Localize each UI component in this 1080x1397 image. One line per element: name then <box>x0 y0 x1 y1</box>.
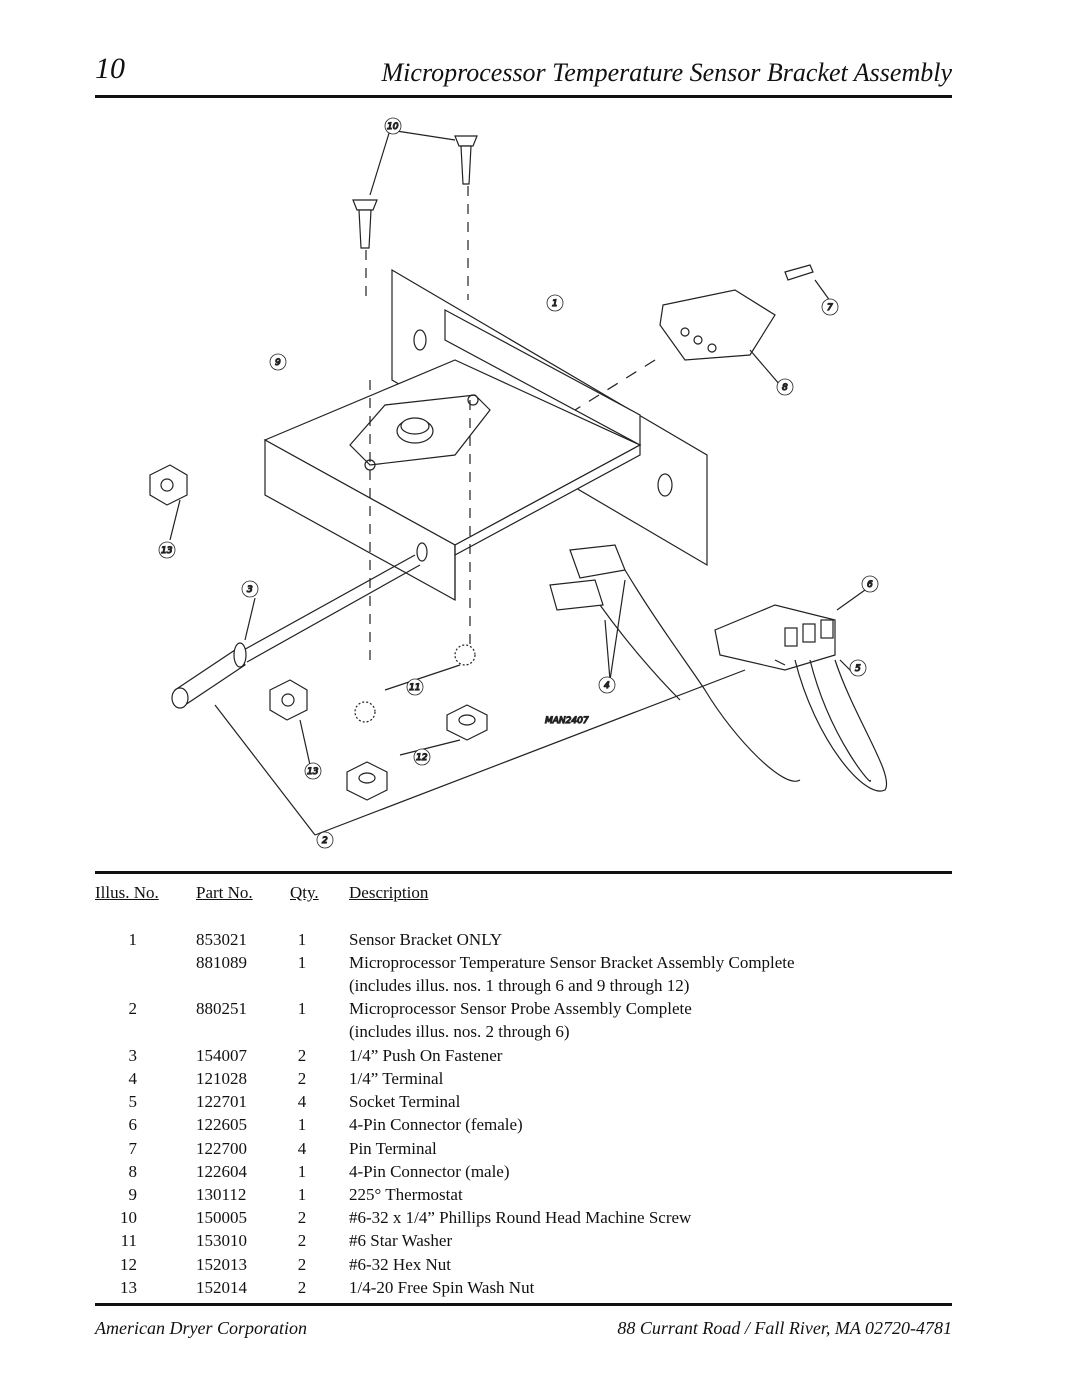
header-rule <box>95 95 952 98</box>
page-title: Microprocessor Temperature Sensor Bracke… <box>381 58 952 87</box>
svg-text:1: 1 <box>552 299 558 309</box>
svg-text:3: 3 <box>247 585 253 595</box>
page-header: 10 Microprocessor Temperature Sensor Bra… <box>95 52 952 92</box>
sensor-probe <box>171 554 421 709</box>
svg-text:11: 11 <box>409 683 420 693</box>
header-qty: Qty. <box>290 883 319 902</box>
footer-address: 88 Currant Road / Fall River, MA 02720-4… <box>617 1318 952 1338</box>
header-description: Description <box>349 883 429 902</box>
sensor-bracket <box>263 268 708 602</box>
male-connector <box>574 264 834 411</box>
terminals <box>549 544 801 782</box>
svg-text:4: 4 <box>604 681 610 691</box>
svg-text:10: 10 <box>387 122 399 132</box>
female-connector <box>714 589 888 792</box>
svg-text:9: 9 <box>275 358 281 368</box>
machine-screws <box>352 129 478 300</box>
drawing-code: MAN2407 <box>545 716 589 726</box>
svg-text:8: 8 <box>782 383 788 393</box>
table-rule <box>95 871 952 874</box>
header-illus-no: Illus. No. <box>95 883 159 902</box>
callout-labels: 10 1 7 9 8 13 6 3 4 11 5 12 13 2 MAN2407 <box>158 117 879 849</box>
header-part-no: Part No. <box>196 883 253 902</box>
svg-text:7: 7 <box>827 303 833 313</box>
svg-text:13: 13 <box>307 767 319 777</box>
svg-text:6: 6 <box>867 580 873 590</box>
table-row: (includes illus. nos. 1 through 6 and 9 … <box>349 976 690 995</box>
svg-text:2: 2 <box>322 836 328 846</box>
exploded-parts-diagram: 10 1 7 9 8 13 6 3 4 11 5 12 13 2 MAN2407 <box>95 100 952 868</box>
svg-text:5: 5 <box>855 664 861 674</box>
hex-nuts-washers <box>149 380 746 836</box>
svg-text:13: 13 <box>161 546 173 556</box>
page-number: 10 <box>95 52 125 85</box>
footer-rule <box>95 1303 952 1306</box>
svg-text:12: 12 <box>416 753 428 763</box>
thermostat <box>349 394 491 471</box>
footer-company: American Dryer Corporation <box>95 1318 307 1338</box>
table-row: (includes illus. nos. 2 through 6) <box>349 1022 570 1041</box>
